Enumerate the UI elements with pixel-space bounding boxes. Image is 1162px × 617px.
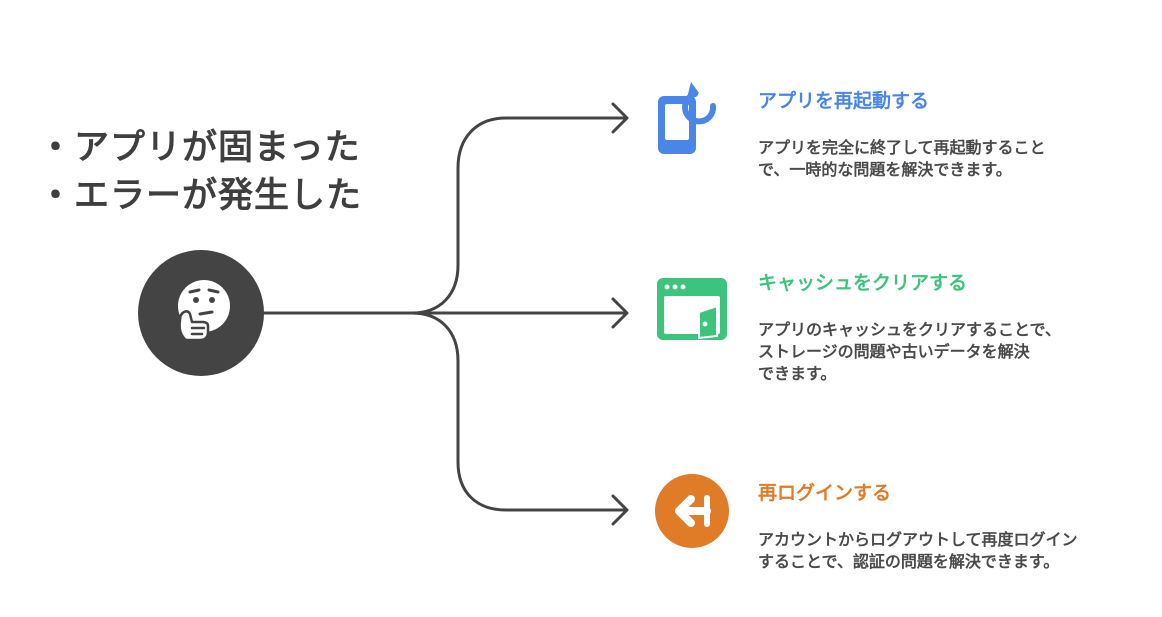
arrowhead-bottom (611, 494, 629, 526)
option-desc-restart: アプリを完全に終了して再起動すること で、一時的な問題を解決できます。 (758, 137, 1046, 181)
arrowhead-top (611, 102, 629, 134)
option-desc-clear-cache: アプリのキャッシュをクリアすることで、 ストレージの問題や古いデータを解決 でき… (758, 319, 1061, 385)
option-desc-line: することで、認証の問題を解決できます。 (758, 552, 1060, 571)
option-title-relogin: 再ログインする (758, 482, 892, 504)
login-arrow-icon (655, 474, 729, 548)
thinking-face-icon (178, 280, 230, 342)
problem-statement-2: ・エラーが発生した (38, 176, 363, 216)
arrowhead-middle (611, 297, 629, 329)
connector-branch-bottom (410, 311, 627, 512)
browser-window-icon (657, 278, 727, 340)
option-desc-relogin: アカウントからログアウトして再度ログイン することで、認証の問題を解決できます。 (758, 529, 1078, 573)
thinking-hub (138, 250, 264, 376)
option-desc-line: で、一時的な問題を解決できます。 (758, 160, 1012, 179)
option-desc-line: アカウントからログアウトして再度ログイン (758, 530, 1078, 549)
option-desc-line: アプリを完全に終了して再起動すること (758, 138, 1046, 157)
phone-refresh-icon (658, 82, 717, 154)
option-desc-line: ストレージの問題や古いデータを解決 (758, 342, 1030, 361)
connector-branch-top (410, 116, 627, 315)
option-title-restart: アプリを再起動する (758, 90, 930, 112)
problem-statement-1: ・アプリが固まった (38, 128, 361, 168)
option-desc-line: できます。 (758, 364, 837, 383)
option-title-clear-cache: キャッシュをクリアする (758, 272, 968, 294)
option-desc-line: アプリのキャッシュをクリアすることで、 (758, 320, 1061, 339)
